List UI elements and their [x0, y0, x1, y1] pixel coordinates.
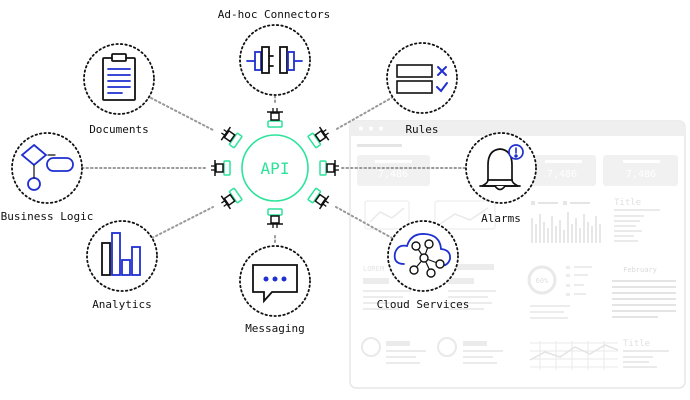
satellite-nodes: Ad-hoc Connectors Documents [1, 8, 537, 335]
api-label: API [261, 159, 290, 178]
node-label: Ad-hoc Connectors [218, 8, 331, 21]
connector-icon [246, 46, 303, 74]
node-adhoc-connectors: Ad-hoc Connectors [218, 8, 331, 96]
calendar-month: February [623, 266, 657, 274]
node-label: Business Logic [1, 210, 94, 223]
stat-value: 7,486 [626, 169, 656, 180]
background-dashboard: 7,486 7,486 7,486 Title [349, 120, 686, 389]
rules-icon [396, 64, 448, 94]
donut-percent: 60% [536, 277, 549, 285]
widget-title: Title [614, 198, 641, 208]
plug-icon [307, 126, 330, 149]
node-alarms: Alarms [465, 132, 537, 225]
plug-icon [220, 187, 243, 210]
stat-value: 7,486 [378, 169, 408, 180]
node-label: Messaging [245, 322, 305, 335]
node-documents: Documents [83, 43, 155, 136]
widget-title: Title [623, 339, 650, 349]
plug-icon [267, 108, 283, 128]
node-messaging: Messaging [239, 245, 311, 335]
bell-icon [479, 144, 524, 191]
plug-icon [267, 208, 283, 228]
stat-value: 7,486 [547, 169, 577, 180]
clipboard-icon [102, 53, 136, 101]
flowchart-icon [20, 143, 74, 191]
api-hub: API [241, 134, 309, 202]
hub-plugs [211, 108, 339, 228]
node-business-logic: Business Logic [1, 132, 94, 223]
node-label: Analytics [92, 298, 152, 311]
cloud-network-icon [393, 233, 451, 278]
plug-icon [319, 160, 339, 176]
node-label: Documents [89, 123, 149, 136]
node-cloud-services: Cloud Services [377, 220, 470, 311]
plug-icon [220, 126, 243, 149]
plug-icon [307, 187, 330, 210]
plug-icon [211, 160, 231, 176]
chat-bubble-icon [252, 264, 298, 304]
node-label: Cloud Services [377, 298, 470, 311]
node-label: Rules [405, 123, 438, 136]
node-label: Alarms [481, 212, 521, 225]
connector-lines [81, 95, 468, 246]
card-heading: LOREM IPSUM [363, 265, 409, 273]
node-analytics: Analytics [86, 220, 158, 311]
node-rules: Rules [386, 42, 458, 136]
bar-chart-icon [101, 232, 141, 276]
